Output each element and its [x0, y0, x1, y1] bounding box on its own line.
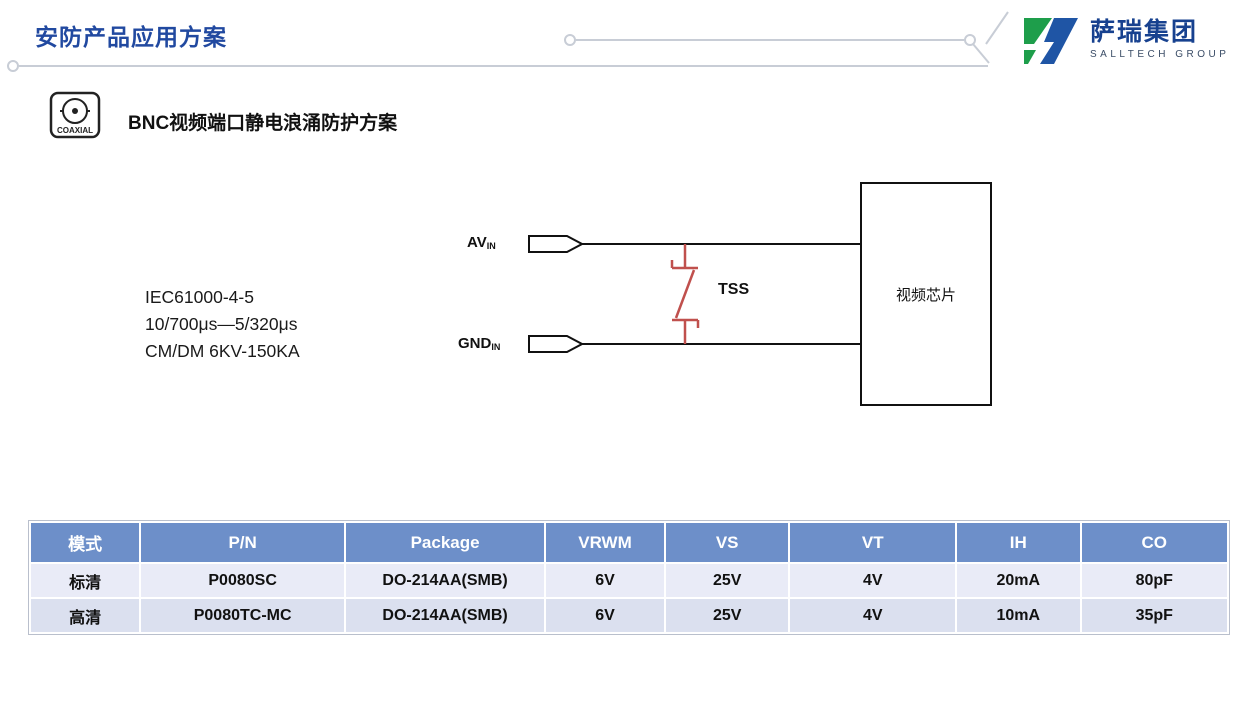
standard-line: 10/700μs—5/320μs [145, 314, 298, 334]
standard-spec-text: IEC61000-4-5 10/700μs—5/320μs CM/DM 6KV-… [145, 284, 300, 365]
cell-co: 80pF [1079, 562, 1230, 599]
video-chip-label: 视频芯片 [895, 286, 956, 304]
cell-vt: 4V [788, 597, 957, 634]
table-header-row: 模式 P/N Package VRWM VS VT IH CO [28, 521, 1230, 564]
cell-ih: 10mA [955, 597, 1082, 634]
cell-vs: 25V [663, 597, 791, 634]
cell-vt: 4V [788, 562, 957, 599]
tss-device-icon [670, 244, 700, 344]
cell-pn: P0080TC-MC [139, 597, 347, 634]
av-input-label: AVIN [467, 234, 496, 251]
standard-line: IEC61000-4-5 [145, 287, 254, 307]
cell-vs: 25V [663, 562, 791, 599]
page-title: 安防产品应用方案 [35, 24, 227, 50]
svg-text:COAXIAL: COAXIAL [57, 126, 93, 135]
cell-mode: 标清 [28, 562, 142, 599]
column-header-mode: 模式 [28, 521, 142, 564]
cell-mode: 高清 [28, 597, 142, 634]
signal-wire-bottom [582, 343, 862, 345]
spec-table-container: 模式 P/N Package VRWM VS VT IH CO 标清 P0080… [28, 520, 1230, 635]
cell-co: 35pF [1079, 597, 1230, 634]
cell-package: DO-214AA(SMB) [344, 597, 547, 634]
video-chip-box: 视频芯片 [860, 182, 992, 406]
cell-vrwm: 6V [544, 562, 666, 599]
logo-subtitle: SALLTECH GROUP [1090, 49, 1230, 60]
column-header-vs: VS [663, 521, 791, 564]
cell-vrwm: 6V [544, 597, 666, 634]
section-title: BNC视频端口静电浪涌防护方案 [128, 113, 398, 134]
column-header-vt: VT [788, 521, 957, 564]
column-header-pn: P/N [139, 521, 347, 564]
logo-text: 萨瑞集团 SALLTECH GROUP [1090, 14, 1229, 60]
spec-table: 模式 P/N Package VRWM VS VT IH CO 标清 P0080… [28, 521, 1230, 634]
cell-ih: 20mA [955, 562, 1082, 599]
signal-wire-top [582, 243, 862, 245]
table-row: 高清 P0080TC-MC DO-214AA(SMB) 6V 25V 4V 10… [28, 597, 1230, 634]
standard-line: CM/DM 6KV-150KA [145, 341, 300, 361]
coaxial-connector-icon: COAXIAL [49, 91, 101, 139]
column-header-package: Package [344, 521, 547, 564]
column-header-co: CO [1079, 521, 1230, 564]
av-input-pin-icon [528, 235, 584, 253]
tss-label: TSS [718, 281, 750, 298]
cell-package: DO-214AA(SMB) [344, 562, 547, 599]
company-logo: 萨瑞集团 SALLTECH GROUP [1020, 14, 1229, 68]
column-header-vrwm: VRWM [544, 521, 666, 564]
gnd-input-pin-icon [528, 335, 584, 353]
logo-name: 萨瑞集团 [1090, 18, 1199, 46]
salltech-logo-icon [1024, 18, 1078, 64]
column-header-ih: IH [955, 521, 1082, 564]
cell-pn: P0080SC [139, 562, 347, 599]
table-row: 标清 P0080SC DO-214AA(SMB) 6V 25V 4V 20mA … [28, 562, 1230, 599]
gnd-input-label: GNDIN [458, 335, 501, 352]
